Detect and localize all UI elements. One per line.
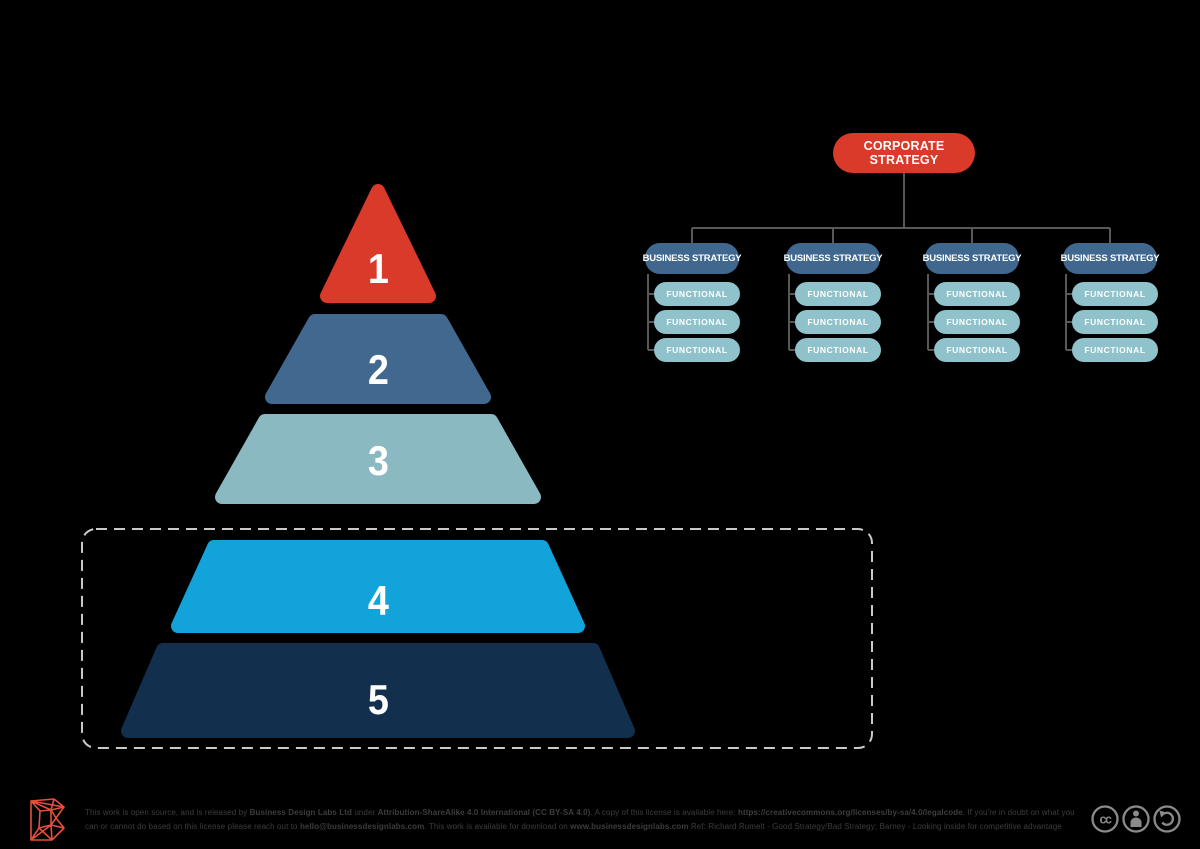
cc-icon [1091,805,1119,833]
license-text: This work is open source, and is release… [85,806,1085,833]
functional-elbow-3 [927,274,934,351]
attribution-icon-head [1133,810,1139,817]
functional-elbow-4 [1065,274,1072,351]
pyramid-level-2-number: 2 [367,346,389,393]
business-strategy-node-1: BUSINESS STRATEGY [643,243,742,274]
pyramid-level-4-number: 4 [367,577,389,624]
pyramid-level-1-number: 1 [367,245,389,292]
attribution-icon [1122,805,1150,833]
functional-node-3-1: FUNCTIONAL [934,282,1020,306]
functional-node-2-2: FUNCTIONAL [795,310,881,334]
functional-node-4-3: FUNCTIONAL [1072,338,1158,362]
corporate-strategy-node: CORPORATE STRATEGY [833,133,975,173]
license-text-line2: can or cannot do based on this license p… [85,821,1062,831]
functional-node-4-1: FUNCTIONAL [1072,282,1158,306]
functional-elbow-2 [788,274,795,351]
functional-node-1-3: FUNCTIONAL [654,338,740,362]
pyramid-level-5-shape [121,643,635,738]
share-alike-icon [1153,805,1181,833]
share-alike-icon-arrow [1161,811,1174,826]
pyramid-level-2-shape [265,314,491,404]
license-text-line1: This work is open source, and is release… [85,808,1075,817]
org-chart-connectors [647,173,1111,351]
pyramid-level-1-shape [320,184,436,303]
functional-node-1-2: FUNCTIONAL [654,310,740,334]
pyramid [121,184,635,738]
business-design-labs-logo-icon [30,798,65,841]
functional-node-2-3: FUNCTIONAL [795,338,881,362]
cc-icon-glyph: cc [1100,813,1112,827]
business-strategy-node-4: BUSINESS STRATEGY [1061,243,1160,274]
corporate-strategy-label-line1: CORPORATE [863,139,945,153]
functional-node-3-2: FUNCTIONAL [934,310,1020,334]
functional-node-3-3: FUNCTIONAL [934,338,1020,362]
corporate-strategy-label-line2: STRATEGY [869,153,939,167]
pyramid-level-5-number: 5 [367,676,389,723]
functional-node-1-1: FUNCTIONAL [654,282,740,306]
functional-node-4-2: FUNCTIONAL [1072,310,1158,334]
functional-elbow-1 [647,274,654,351]
dashed-highlight-box [81,528,873,749]
business-strategy-node-3: BUSINESS STRATEGY [923,243,1022,274]
business-strategy-node-2: BUSINESS STRATEGY [784,243,883,274]
pyramid-level-3-number: 3 [367,437,389,484]
functional-node-2-1: FUNCTIONAL [795,282,881,306]
share-alike-icon-arrowhead [1159,810,1167,818]
pyramid-level-3-shape [215,414,541,504]
license-icons: cc [1091,805,1181,833]
attribution-icon-body [1130,817,1142,827]
pyramid-level-4-shape [171,540,585,633]
